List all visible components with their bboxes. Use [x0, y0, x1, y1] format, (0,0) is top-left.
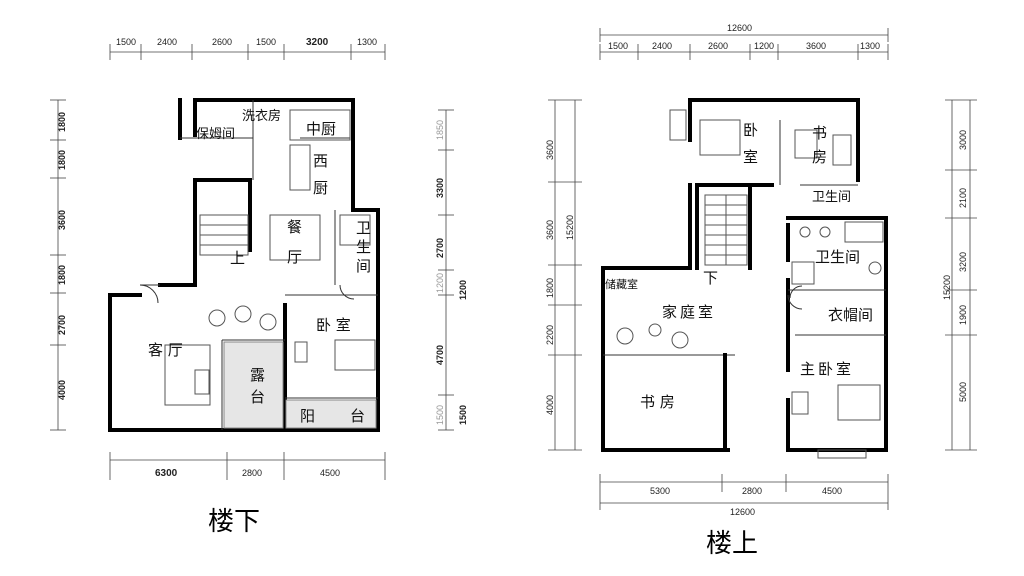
lower-top-dim-5: 3200: [306, 37, 329, 48]
upper-room-labels: 卧 室 书 房 卫生间 卫生间 储藏室 下 家庭室 衣帽间 主卧室 书 房: [605, 121, 873, 411]
lower-room-western-kitchen-2: 厨: [313, 179, 328, 197]
upper-bottom-dim-3: 4500: [822, 486, 842, 496]
lower-room-balcony-2: 台: [350, 407, 365, 425]
upper-furniture: [616, 109, 884, 459]
upper-left-dim-2: 3600: [545, 220, 555, 240]
upper-room-bath-master: 卫生间: [815, 248, 860, 266]
lower-left-dim-6: 4000: [57, 380, 67, 400]
upper-plan-title: 楼上: [706, 529, 758, 559]
lower-room-dining-2: 厅: [287, 248, 302, 266]
upper-overall-top: 12600: [727, 23, 752, 33]
upper-left-dim-5: 4000: [545, 395, 555, 415]
upper-right-total: 15200: [942, 275, 952, 300]
lower-floor-plan: 1500 2400 2600 1500 3200 1300 1800 1800 …: [50, 37, 468, 537]
lower-room-terrace-1: 露: [250, 366, 265, 384]
lower-bottom-dim-1: 6300: [155, 468, 178, 479]
lower-room-up: 上: [230, 249, 245, 267]
upper-right-dim-5: 5000: [958, 382, 968, 402]
upper-room-wardrobe: 衣帽间: [828, 306, 873, 324]
lower-right-dim-8: 1500: [458, 405, 468, 425]
lower-walls: [108, 98, 380, 432]
lower-room-dining-1: 餐: [287, 218, 302, 236]
upper-left-dim-4: 2200: [545, 325, 555, 345]
lower-room-balcony-1: 阳: [300, 407, 315, 425]
upper-right-dim-4: 1900: [958, 305, 968, 325]
upper-right-dimensions: 3000 2100 3200 1900 5000 15200: [942, 99, 977, 451]
lower-top-dim-4: 1500: [256, 37, 276, 47]
upper-top-dim-1: 1500: [608, 41, 628, 51]
lower-room-laundry: 洗衣房: [242, 108, 281, 124]
upper-bottom-dim-1: 5300: [650, 486, 670, 496]
lower-right-dim-6: 4700: [435, 345, 445, 365]
lower-left-dim-3: 3600: [57, 210, 67, 230]
upper-left-total: 15200: [565, 215, 575, 240]
lower-top-dim-1: 1500: [116, 37, 136, 47]
lower-room-bath-1: 卫: [356, 219, 371, 237]
lower-right-dim-4: 1200: [435, 273, 445, 293]
lower-room-labels: 保姆间 洗衣房 中厨 西 厨 餐 厅 卫 生 间 上 客 厅 卧 室 露 台 阳…: [148, 108, 371, 425]
lower-room-bath-3: 间: [356, 257, 371, 275]
lower-room-chinese-kitchen: 中厨: [306, 120, 336, 138]
upper-room-storage: 储藏室: [605, 277, 638, 291]
upper-stair: [704, 194, 748, 266]
lower-left-dim-4: 1800: [57, 265, 67, 285]
lower-room-bath-2: 生: [356, 238, 371, 256]
lower-top-dim-3: 2600: [212, 37, 232, 47]
lower-left-dim-5: 2700: [57, 315, 67, 335]
upper-room-bedroom-1: 卧: [743, 121, 758, 139]
upper-top-dim-6: 1300: [860, 41, 880, 51]
upper-room-family: 家庭室: [662, 303, 716, 321]
upper-bottom-dimensions: 5300 2800 4500 12600: [599, 474, 889, 517]
upper-walls: [601, 98, 888, 452]
upper-room-bath-small: 卫生间: [812, 190, 851, 205]
upper-top-dimensions: 12600 1500 2400 2600 1200 3600 1300: [599, 23, 889, 60]
lower-left-dim-1: 1800: [57, 112, 67, 132]
lower-left-dimensions: 1800 1800 3600 1800 2700 4000: [50, 99, 67, 431]
upper-right-dim-2: 2100: [958, 188, 968, 208]
lower-top-dimensions: 1500 2400 2600 1500 3200 1300: [109, 37, 386, 60]
upper-top-dim-5: 3600: [806, 41, 826, 51]
upper-right-dim-1: 3000: [958, 130, 968, 150]
upper-top-dim-3: 2600: [708, 41, 728, 51]
upper-left-dim-3: 1800: [545, 278, 555, 298]
upper-room-down: 下: [703, 269, 718, 287]
lower-room-living: 客 厅: [148, 341, 183, 359]
lower-left-dim-2: 1800: [57, 150, 67, 170]
upper-overall-bottom: 12600: [730, 507, 755, 517]
upper-left-dim-1: 3600: [545, 140, 555, 160]
upper-room-study-1: 书: [812, 124, 827, 142]
upper-room-master: 主卧室: [800, 360, 854, 378]
lower-room-nanny: 保姆间: [196, 127, 235, 142]
lower-bottom-dim-2: 2800: [242, 468, 262, 478]
upper-room-study-big: 书 房: [640, 393, 675, 411]
lower-room-western-kitchen-1: 西: [313, 152, 328, 170]
lower-top-dim-6: 1300: [357, 37, 377, 47]
upper-top-dim-4: 1200: [754, 41, 774, 51]
lower-right-dimensions: 1850 3300 2700 1200 1200 4700 1500 1500: [435, 109, 468, 431]
upper-top-dim-2: 2400: [652, 41, 672, 51]
lower-right-dim-1: 1850: [435, 120, 445, 140]
lower-right-dim-5: 1200: [458, 280, 468, 300]
upper-room-bedroom-2: 室: [743, 148, 758, 166]
lower-plan-title: 楼下: [208, 507, 260, 537]
upper-left-dimensions: 3600 3600 1800 2200 4000 15200: [545, 99, 582, 451]
lower-terrace-hatch: [223, 341, 377, 429]
lower-right-dim-3: 2700: [435, 238, 445, 258]
lower-top-dim-2: 2400: [157, 37, 177, 47]
upper-floor-plan: 12600 1500 2400 2600 1200 3600 1300: [545, 23, 977, 559]
lower-bottom-dim-3: 4500: [320, 468, 340, 478]
lower-right-dim-2: 3300: [435, 178, 445, 198]
upper-room-study-2: 房: [812, 148, 827, 166]
lower-room-terrace-2: 台: [250, 388, 265, 406]
lower-right-dim-7: 1500: [435, 405, 445, 425]
upper-right-dim-3: 3200: [958, 252, 968, 272]
lower-room-bedroom: 卧 室: [316, 316, 351, 334]
lower-bottom-dimensions: 6300 2800 4500: [109, 452, 386, 480]
lower-furniture: [164, 109, 376, 406]
upper-bottom-dim-2: 2800: [742, 486, 762, 496]
